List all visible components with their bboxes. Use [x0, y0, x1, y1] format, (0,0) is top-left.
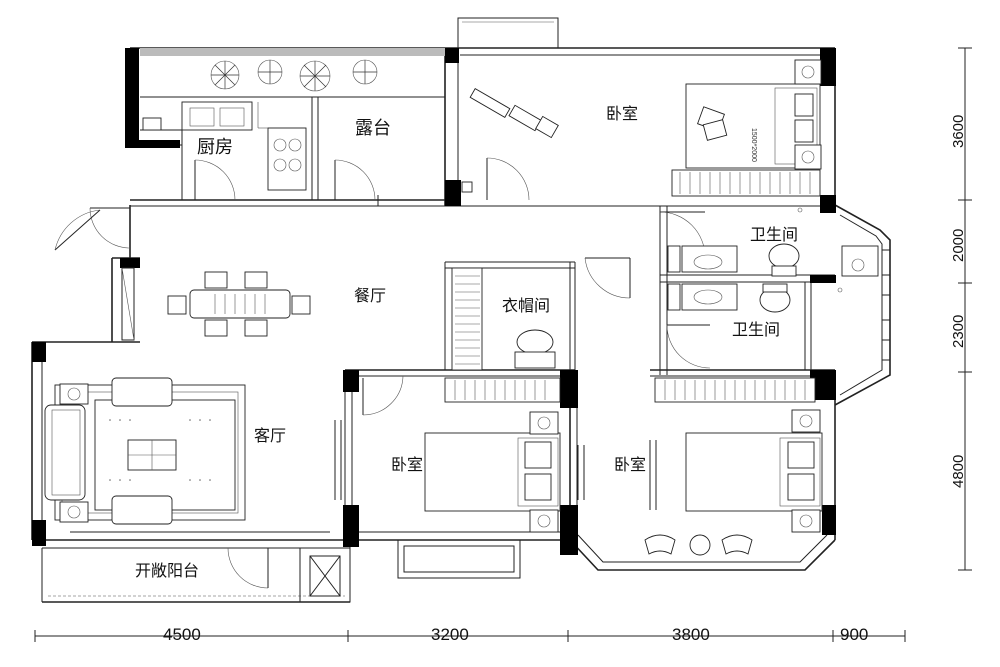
dim-v-2: 2000 — [950, 229, 967, 262]
right-bedroom-furniture — [644, 377, 823, 556]
room-label-living: 客厅 — [254, 426, 286, 445]
room-label-bathroom-2: 卫生间 — [732, 320, 780, 339]
dim-h-1: 4500 — [163, 625, 201, 644]
wall-outlines — [31, 17, 891, 603]
dim-v-1: 3600 — [950, 115, 967, 148]
dim-h-2: 3200 — [431, 625, 469, 644]
dim-v-3: 2300 — [950, 315, 967, 348]
room-label-bathroom-1: 卫生间 — [750, 225, 798, 244]
dim-v-4: 4800 — [950, 455, 967, 488]
dining-table — [121, 267, 311, 341]
master-bedroom-furniture: 1500*2000 — [461, 59, 822, 197]
room-labels: 厨房 露台 卧室 卫生间 卫生间 餐厅 衣帽间 客厅 卧室 卧室 开敞阳台 — [135, 104, 798, 580]
cloakroom-fixtures — [451, 267, 556, 371]
dimension-labels: 4500 3200 3800 900 3600 2000 2300 4800 — [163, 115, 967, 644]
bed-size-label: 1500*2000 — [750, 128, 757, 162]
planter-strip — [140, 48, 445, 92]
door-swings — [54, 157, 711, 589]
room-label-bedroom-right: 卧室 — [614, 455, 646, 474]
room-label-dining: 餐厅 — [354, 286, 386, 305]
kitchen-fixtures — [142, 101, 307, 191]
bathroom-fixtures — [667, 207, 879, 313]
room-label-open-balcony: 开敞阳台 — [135, 561, 199, 580]
middle-bedroom-furniture — [424, 377, 561, 533]
room-label-master-bedroom: 卧室 — [606, 104, 638, 123]
room-label-kitchen: 厨房 — [197, 137, 233, 158]
dimension-lines — [34, 47, 972, 642]
room-label-bedroom-middle: 卧室 — [391, 455, 423, 474]
living-room-furniture — [44, 377, 330, 533]
dim-h-3: 3800 — [672, 625, 710, 644]
dim-h-4: 900 — [840, 625, 868, 644]
room-label-cloakroom: 衣帽间 — [502, 296, 550, 315]
room-label-terrace: 露台 — [355, 118, 391, 139]
